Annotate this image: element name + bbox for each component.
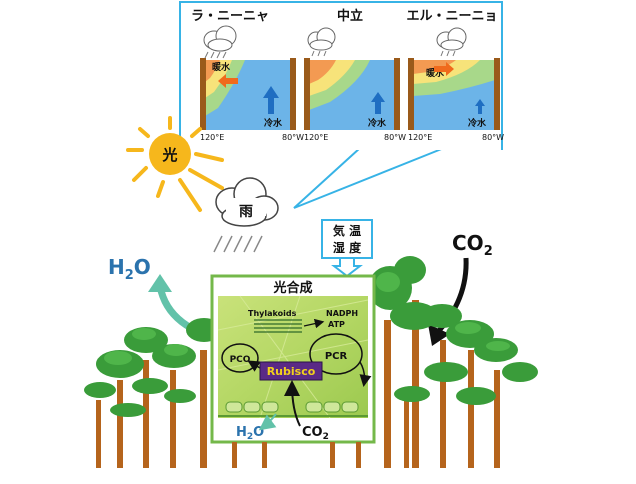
thylakoid-stack	[254, 319, 302, 333]
panel-neutral: 中立 冷水 120°E 80°W	[304, 8, 406, 142]
lon-west-label: 120°E	[408, 133, 432, 142]
panel-la-nina: ラ・ニーニャ 暖水 冷水 120°E 80°W	[191, 9, 304, 142]
co2-label: CO2	[452, 231, 493, 259]
upwelling-arrow-icon	[371, 92, 385, 114]
photosynthesis-title: 光合成	[272, 280, 312, 296]
rubisco-label: Rubisco	[267, 365, 316, 378]
photosynthesis-panel: 光合成 Thylakoids NADPH ATP PCR PCO Rubi	[210, 274, 376, 444]
lower-epidermis	[225, 401, 359, 413]
enso-callout: ラ・ニーニャ 暖水 冷水 120°E 80°W 中立	[179, 1, 504, 209]
sun-icon: 光	[126, 116, 224, 212]
nadph-label: NADPH	[326, 309, 358, 318]
panel-h2o-label: H2O	[236, 425, 264, 442]
cloud-icon	[307, 27, 336, 57]
warm-arrow-icon	[218, 74, 238, 88]
sun-label: 光	[161, 146, 177, 164]
cold-water-label: 冷水	[468, 117, 487, 129]
rain-cloud-icon: 雨	[213, 177, 279, 253]
forest	[84, 256, 538, 468]
cloud-icon	[436, 27, 467, 57]
rain-label: 雨	[239, 204, 253, 220]
lon-east-label: 80°W	[384, 133, 406, 142]
co2-uptake-arrowhead	[428, 324, 450, 346]
warm-arrow-icon	[434, 62, 454, 76]
panel-co2-label: CO2	[302, 425, 329, 442]
climate-line-2: 湿 度	[333, 240, 362, 255]
callout-pointer	[293, 147, 445, 209]
upwelling-arrow-icon	[475, 99, 485, 114]
pco-label: PCO	[230, 355, 251, 365]
lon-west-label: 120°E	[200, 133, 224, 142]
panel-title: 中立	[337, 8, 363, 24]
atp-label: ATP	[328, 320, 345, 329]
foreground-trunks	[232, 442, 361, 468]
cold-water-label: 冷水	[368, 117, 387, 129]
panel-title: ラ・ニーニャ	[191, 9, 269, 24]
pcr-cycle	[309, 333, 363, 375]
cloud-icon	[203, 25, 237, 59]
panel-title: エル・ニーニョ	[406, 9, 497, 24]
lon-east-label: 80°W	[282, 133, 304, 142]
climate-box: 気 温 湿 度	[321, 219, 373, 278]
lon-west-label: 120°E	[304, 133, 328, 142]
transpiration-arrowhead	[148, 274, 172, 292]
pco-cycle	[221, 343, 259, 373]
warm-water-label: 暖水	[212, 61, 231, 73]
cold-water-label: 冷水	[264, 117, 283, 129]
climate-arrow-icon	[331, 257, 363, 278]
h2o-label: H2O	[108, 255, 151, 283]
upwelling-arrow-icon	[263, 86, 279, 114]
thylakoids-label: Thylakoids	[248, 309, 297, 318]
climate-line-1: 気 温	[333, 223, 361, 238]
panel-el-nino: エル・ニーニョ 暖水 冷水 120°E 80°W	[406, 9, 504, 142]
pcr-label: PCR	[325, 351, 348, 362]
rubisco-box	[259, 361, 323, 381]
lon-east-label: 80°W	[482, 133, 504, 142]
